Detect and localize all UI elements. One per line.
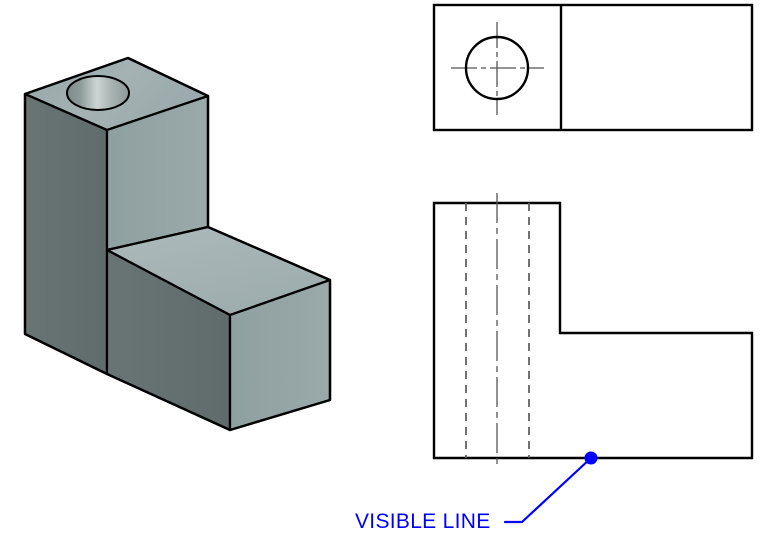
iso-hole-opening — [66, 75, 130, 111]
top-view-hole-circle — [464, 35, 530, 101]
front-view-outline — [432, 201, 754, 460]
callout-label-visible-line: VISIBLE LINE — [355, 510, 491, 533]
front-view — [432, 193, 754, 468]
top-view — [432, 3, 754, 132]
iso-inner-edges — [24, 93, 331, 430]
iso-outline-overlay — [23, 56, 332, 432]
iso-left-face — [23, 92, 109, 376]
callout-terminator-dot — [584, 451, 598, 465]
top-view-outline — [432, 3, 754, 132]
callout-leader-line — [503, 456, 593, 524]
pictorial-isometric-view — [23, 56, 332, 432]
visible-line-callout[interactable]: VISIBLE LINE — [355, 451, 598, 534]
